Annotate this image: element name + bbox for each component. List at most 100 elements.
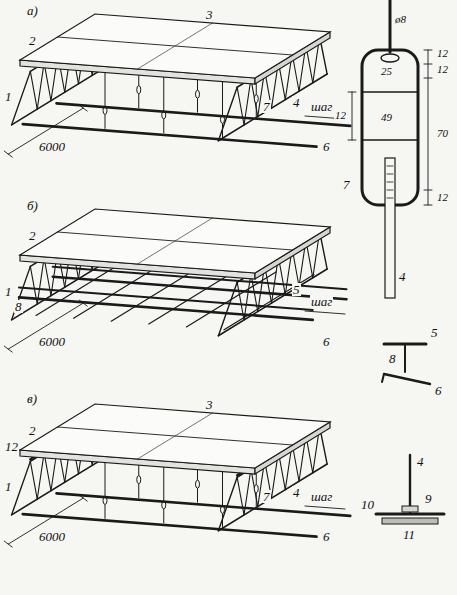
- dimension-tick: [348, 140, 356, 141]
- dimension-label: б): [26, 199, 39, 212]
- truss-diagonal: [12, 71, 31, 125]
- rod-8: [389, 0, 392, 52]
- callout-number: 7: [262, 100, 271, 113]
- callout-number: 3: [205, 8, 214, 21]
- dimension-tick: [424, 190, 432, 191]
- rod-hidden-line: [387, 198, 393, 199]
- dimension-label: 70: [436, 128, 449, 139]
- rod-hidden-line: [387, 174, 393, 175]
- callout-number: 5: [430, 326, 439, 339]
- callout-number: 7: [262, 490, 271, 503]
- callout-number: 8: [388, 352, 397, 365]
- dimension-line: [428, 50, 429, 205]
- callout-number: 4: [398, 270, 407, 283]
- rod-hidden-line: [387, 190, 393, 191]
- callout-number: 8: [14, 300, 23, 313]
- truss-diagonal: [30, 461, 37, 499]
- truss-diagonal: [37, 258, 44, 304]
- dimension-tick: [4, 151, 12, 157]
- dimension-label: 49: [380, 112, 393, 123]
- callout-number: 1: [4, 285, 13, 298]
- callout-number: 2: [28, 229, 37, 242]
- dimension-line: [8, 108, 83, 154]
- angle-6: [382, 374, 384, 382]
- dimension-tick: [424, 205, 432, 206]
- dimension-line: [305, 311, 345, 314]
- clamp: [196, 480, 200, 488]
- dimension-tick: [79, 300, 87, 306]
- dimension-label: 12: [334, 110, 347, 121]
- callout-number: 6: [434, 384, 443, 397]
- callout-number: 3: [205, 398, 214, 411]
- dimension-label: 12: [436, 192, 449, 203]
- truss-diagonal: [12, 461, 31, 515]
- link-7: [362, 50, 418, 205]
- callout-number: 4: [292, 96, 301, 109]
- truss-diagonal: [237, 477, 244, 515]
- callout-number: 2: [28, 34, 37, 47]
- dimension-label: 12: [436, 64, 449, 75]
- dimension-label: а): [26, 4, 39, 17]
- dimension-tick: [424, 64, 432, 65]
- dimension-tick: [4, 541, 12, 547]
- dimension-tick: [4, 346, 12, 352]
- callout-number: 6: [322, 530, 331, 543]
- dimension-tick: [79, 495, 87, 501]
- clamp: [254, 485, 258, 493]
- callout-number: 12: [4, 440, 19, 453]
- clamp: [196, 90, 200, 98]
- callout-number: 7: [342, 178, 351, 191]
- link-hole: [381, 54, 399, 62]
- bar-8: [224, 275, 314, 330]
- callout-number: 11: [402, 528, 416, 541]
- rod-4: [409, 455, 411, 512]
- callout-number: 5: [292, 283, 301, 296]
- dimension-label: 6000: [38, 530, 66, 543]
- clamp: [254, 95, 258, 103]
- dimension-label: шаг: [310, 100, 333, 113]
- rod-hidden-line: [387, 166, 393, 167]
- washer-9: [402, 506, 418, 512]
- dimension-tick: [79, 105, 87, 111]
- dimension-label: в): [26, 392, 38, 405]
- callout-number: 9: [424, 492, 433, 505]
- clamp: [137, 86, 141, 94]
- plate-10: [376, 513, 444, 516]
- callout-number: 1: [4, 90, 13, 103]
- truss-diagonal: [37, 63, 44, 109]
- truss-diagonal: [30, 71, 37, 109]
- truss-diagonal: [37, 453, 44, 499]
- formwork-board: [20, 14, 330, 78]
- tie-8: [404, 344, 406, 372]
- dimension-tick: [424, 78, 432, 79]
- dimension-label: 12: [436, 48, 449, 59]
- callout-number: 6: [322, 140, 331, 153]
- dimension-label: шаг: [310, 295, 333, 308]
- link-bar: [362, 91, 418, 93]
- formwork-board: [20, 404, 330, 468]
- angle-6: [384, 374, 430, 384]
- callout-number: 2: [28, 424, 37, 437]
- dimension-label: 25: [380, 66, 393, 77]
- dimension-label: шаг: [310, 490, 333, 503]
- bar-6: [23, 124, 317, 147]
- dimension-label: 6000: [38, 335, 66, 348]
- board-seam: [138, 218, 213, 264]
- board-seam: [138, 413, 213, 459]
- truss-diagonal: [218, 477, 237, 530]
- bar-6: [57, 103, 351, 126]
- callout-number: 1: [4, 480, 13, 493]
- bar-6: [57, 493, 351, 516]
- callout-number: 6: [322, 335, 331, 348]
- truss-diagonal: [12, 266, 31, 320]
- bar-6: [53, 277, 347, 300]
- plank-11: [382, 518, 438, 524]
- board-seam: [138, 23, 213, 69]
- rod-4: [385, 158, 395, 298]
- link-bar: [362, 139, 418, 141]
- dimension-label: 6000: [38, 140, 66, 153]
- dimension-tick: [348, 92, 356, 93]
- dimension-label: ø8: [394, 14, 407, 25]
